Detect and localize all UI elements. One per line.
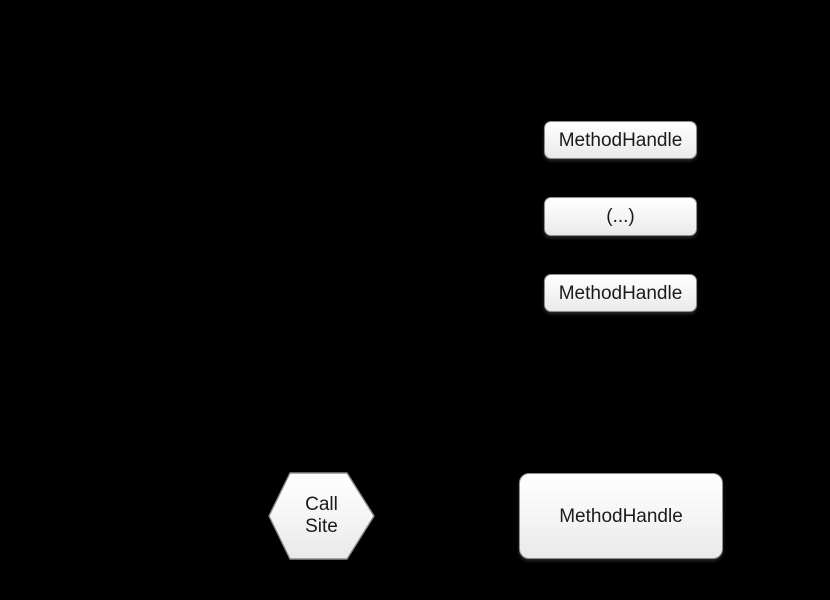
methodhandle-chain-node-top: MethodHandle: [544, 121, 697, 159]
ellipsis-chain-node: (...): [544, 197, 697, 236]
target-methodhandle-node: MethodHandle: [519, 473, 723, 559]
node-label: Call Site: [305, 494, 338, 537]
node-label: MethodHandle: [558, 282, 683, 304]
hexagon-shape: [268, 472, 375, 560]
node-label: (...): [606, 206, 635, 227]
node-label: MethodHandle: [559, 505, 683, 527]
call-site-hexagon: Call Site: [268, 472, 375, 560]
node-label: MethodHandle: [558, 129, 683, 151]
methodhandle-chain-node-bottom: MethodHandle: [544, 274, 697, 312]
